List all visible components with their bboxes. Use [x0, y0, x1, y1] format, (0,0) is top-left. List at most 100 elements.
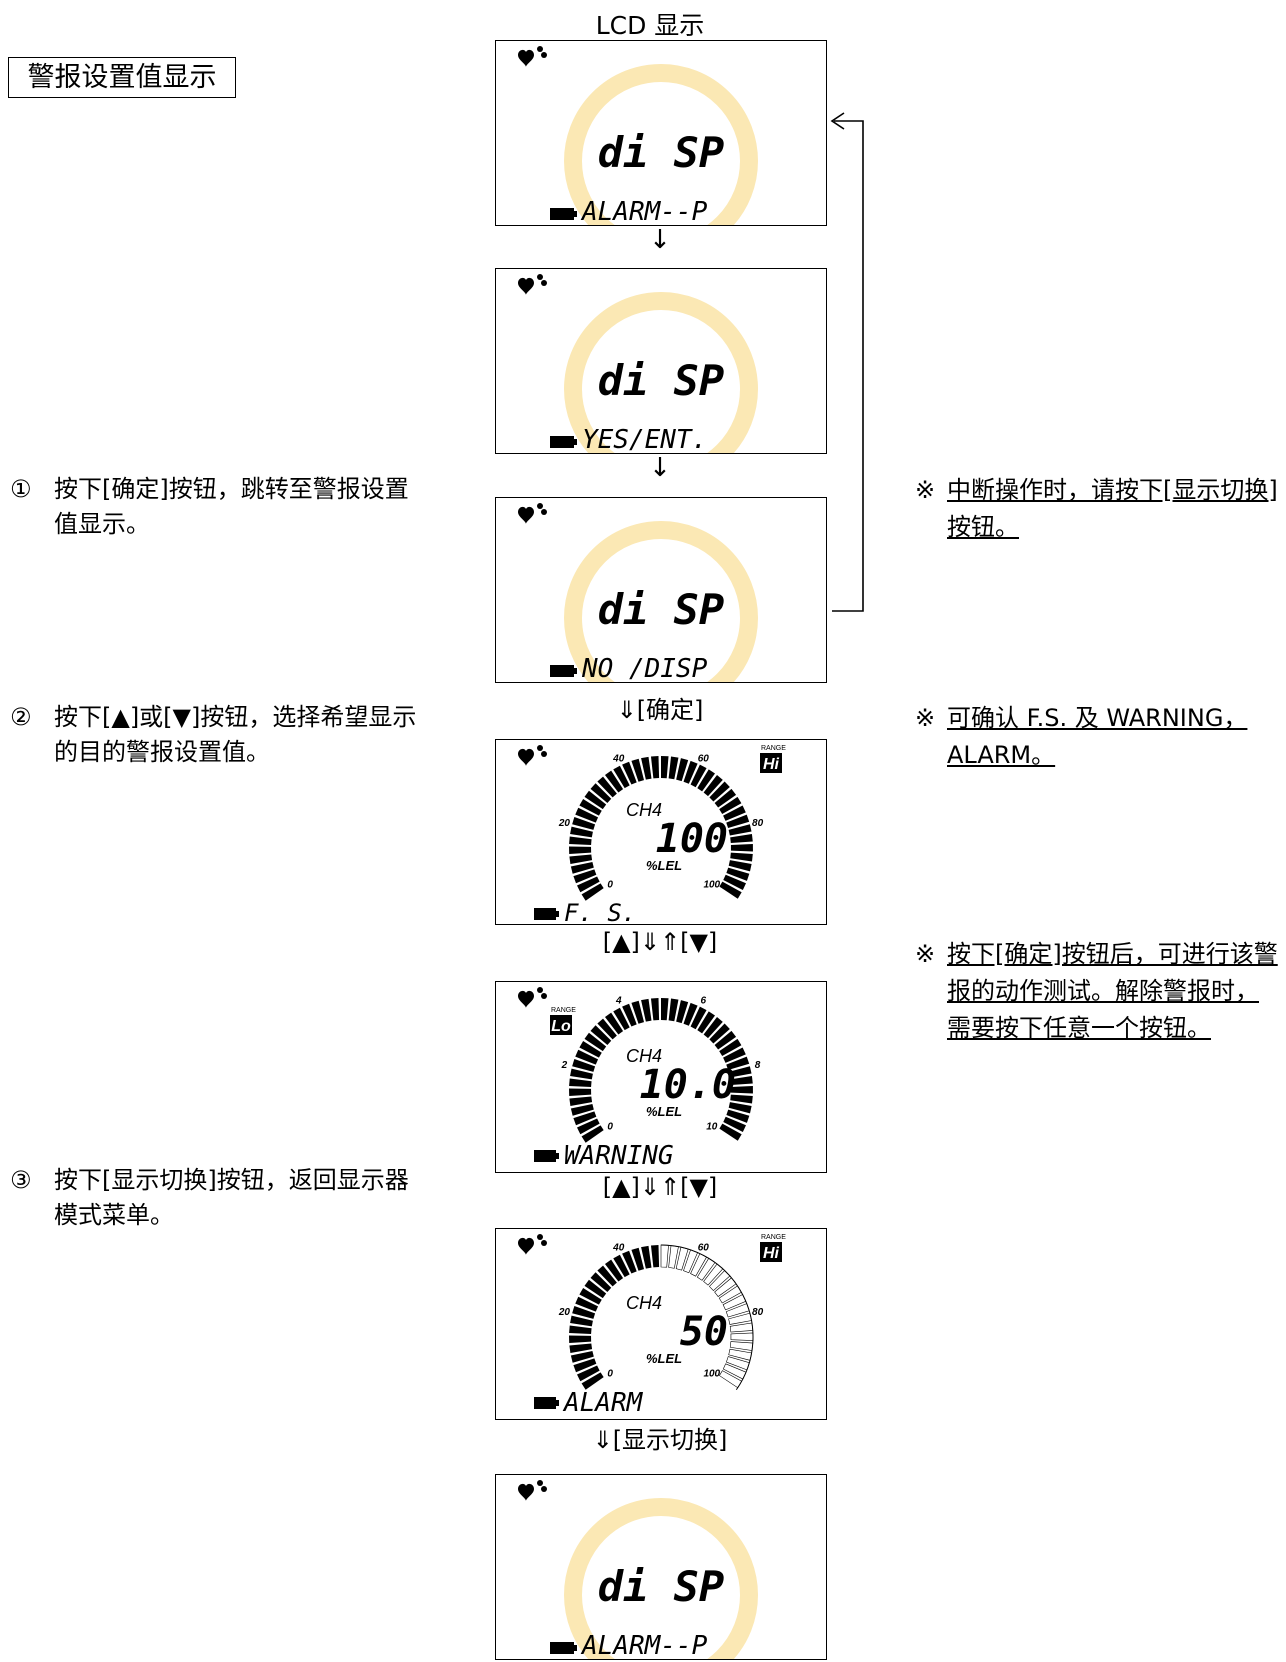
- gauge-segment: [723, 1116, 746, 1133]
- note-1: ※ 中断操作时，请按下[显示切换]按钮。: [915, 472, 1285, 552]
- signal-icon: [537, 987, 547, 999]
- gauge-value: 50: [680, 1309, 728, 1355]
- battery-icon: [534, 1397, 559, 1409]
- battery-icon: [550, 436, 577, 448]
- scale-label: 40: [612, 1242, 625, 1253]
- gauge-segment: [573, 1111, 597, 1126]
- gauge-segment: [569, 1078, 592, 1087]
- signal-icon: [537, 745, 547, 757]
- scale-label: 20: [558, 1307, 571, 1318]
- main-readout: di SP: [598, 585, 724, 634]
- up-down-transition-label: [▲]⇓⇑[▼]: [602, 928, 718, 956]
- scale-label: 60: [698, 1242, 710, 1253]
- gauge-segment: [622, 1003, 637, 1027]
- gauge-segment: [576, 1365, 600, 1382]
- gauge-segment: [572, 1306, 596, 1319]
- lcd-screen-3: di SP NO /DISP: [495, 497, 827, 683]
- gauge-segment: [726, 867, 750, 881]
- note-mark: ※: [915, 476, 936, 504]
- lcd-display-heading: LCD 显示: [595, 11, 705, 40]
- gauge-segment: [579, 1040, 602, 1058]
- gauge-segment: [703, 1017, 723, 1039]
- gauge-segment: [730, 1332, 754, 1341]
- main-readout: di SP: [598, 1562, 724, 1611]
- gauge-segment: [641, 1245, 652, 1269]
- gauge-segment: [719, 1038, 742, 1056]
- gauge-segment: [584, 1032, 607, 1052]
- scale-label: 0: [607, 1369, 613, 1380]
- scale-label: 10: [706, 1122, 718, 1133]
- step-text: 按下[确定]按钮，跳转至警报设置值显示。: [54, 475, 409, 538]
- gauge-value: 10.0: [640, 1062, 736, 1108]
- gauge-segment: [604, 1259, 624, 1282]
- gauge-segment: [569, 1325, 592, 1334]
- gauge-segment: [581, 883, 604, 901]
- range-badge: [760, 753, 782, 773]
- gauge-segment: [728, 824, 752, 836]
- range-value: Lo: [551, 1018, 571, 1035]
- gauge-segment: [576, 1118, 600, 1135]
- scale-label: 6: [700, 995, 706, 1006]
- gauge-segment: [730, 1076, 753, 1086]
- gauge-segment: [579, 1287, 602, 1305]
- gauge-segment: [613, 765, 630, 789]
- gas-name: CH4: [626, 1046, 662, 1066]
- signal-icon: [537, 274, 547, 286]
- gauge-track-outline: [660, 1244, 754, 1391]
- gauge-segment: [569, 1096, 593, 1106]
- gauge-segment: [676, 1000, 689, 1024]
- heart-icon: [518, 1237, 534, 1255]
- gauge-segment: [569, 1343, 593, 1353]
- unit-label: %LEL: [646, 1104, 682, 1119]
- battery-icon: [550, 1642, 577, 1654]
- gauge-segment: [572, 817, 596, 830]
- range-label: RANGE: [551, 1007, 576, 1014]
- gauge-segment: [650, 1245, 660, 1268]
- gauge-segment: [590, 783, 612, 804]
- gauge-segment: [597, 1018, 617, 1040]
- scale-label: 40: [612, 753, 625, 764]
- gauge-segment: [668, 998, 679, 1022]
- scale-label: 100: [703, 1369, 720, 1380]
- gauge-segment: [728, 1066, 752, 1078]
- gauge-bar: [569, 1245, 660, 1390]
- gauge-segment: [683, 1002, 698, 1026]
- gauge-segment: [597, 776, 617, 798]
- gauge-value: 100: [656, 816, 728, 862]
- step-number: ①: [10, 475, 32, 503]
- gauge-segment: [631, 1000, 644, 1024]
- scale-label: 20: [558, 818, 571, 829]
- gauge-segment: [579, 798, 602, 816]
- signal-icon: [537, 1234, 547, 1246]
- gauge-segment: [641, 756, 652, 780]
- gauge-segment: [719, 796, 742, 814]
- note-text: 中断操作时，请按下[显示切换]按钮。: [947, 476, 1278, 541]
- bottom-text: YES/ENT.: [582, 425, 707, 453]
- gauge-segment: [572, 1059, 596, 1072]
- gauge-segment: [569, 854, 593, 864]
- signal-icon: [537, 46, 547, 58]
- gauge-segment: [590, 1025, 612, 1046]
- gauge-segment: [569, 846, 592, 855]
- unit-label: %LEL: [646, 1351, 682, 1366]
- gauge-segment: [697, 769, 715, 792]
- gauge-segment: [570, 1315, 593, 1327]
- gauge-segment: [661, 998, 669, 1021]
- gas-name: CH4: [626, 1293, 662, 1313]
- battery-icon: [534, 1150, 559, 1162]
- gauge-segment: [570, 1068, 593, 1080]
- gauge-segment: [730, 843, 753, 852]
- lcd-screen-7: di SP ALARM--P: [495, 1474, 827, 1660]
- gauge-segment: [584, 1279, 607, 1299]
- gauge-segment: [613, 1007, 630, 1031]
- bottom-text: ALARM--P: [580, 1631, 708, 1659]
- heart-icon: [518, 49, 534, 67]
- heart-icon: [518, 990, 534, 1008]
- gauge-segment: [661, 756, 669, 779]
- gauge-segment: [660, 1244, 669, 1268]
- gauge-segment: [573, 869, 597, 884]
- battery-icon: [550, 208, 577, 220]
- gauge-segment: [730, 852, 753, 862]
- gauge-segment: [690, 764, 707, 788]
- step-number: ③: [10, 1166, 32, 1194]
